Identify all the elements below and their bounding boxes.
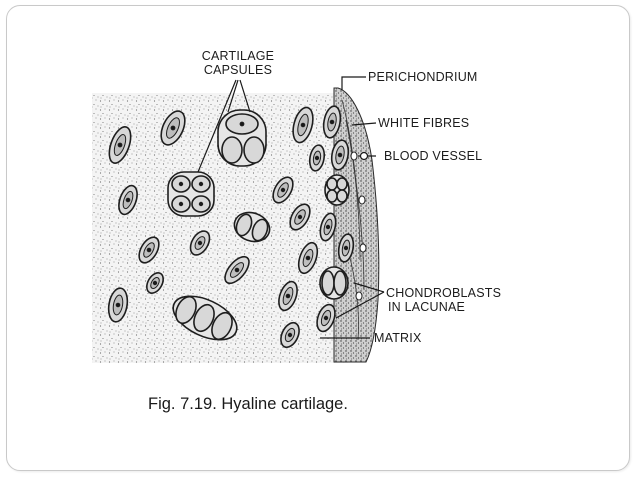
label-white-fibres: WHITE FIBRES [378,116,470,130]
capsule-group [319,266,349,300]
lacuna-cell [189,230,211,256]
blood-vessel-spot [358,195,366,205]
capsule-group [233,211,271,243]
leader-cartilage-capsules [239,79,251,113]
lacuna-cell [224,255,250,285]
capsule-group [324,174,350,206]
lacuna-cell [337,233,355,263]
lacuna-cell [107,287,129,323]
leader-perichondrium [341,76,366,90]
leader-cartilage-capsules [197,79,237,173]
lacuna-cell [292,106,314,144]
perichondrium-band [333,87,380,363]
lacuna-cell [160,110,186,146]
lacuna-cell [308,144,326,172]
lacuna-cell [118,184,138,216]
label-cartilage-capsules-line1: CARTILAGE [201,49,275,63]
label-cartilage-capsules: CARTILAGE CAPSULES [196,49,280,77]
lacuna-cell [108,126,132,164]
leader-chondroblasts [335,291,385,319]
leader-white-fibres [351,122,377,126]
label-chondroblasts-line1: CHONDROBLASTS [386,286,502,300]
capsule-group [217,109,267,167]
leader-chondroblasts [353,282,385,293]
figure-caption: Fig. 7.19. Hyaline cartilage. [148,395,348,413]
capsule-group [172,295,238,341]
lacuna-cell [272,176,294,204]
label-chondroblasts: CHONDROBLASTS IN LACUNAE [386,286,501,314]
capsule-group [167,171,215,217]
blood-vessel-spot [359,243,367,253]
label-perichondrium: PERICHONDRIUM [368,70,478,84]
leader-cartilage-capsules [227,79,239,113]
lacuna-cell [322,105,342,139]
lacuna-cell [319,212,337,242]
label-matrix: MATRIX [374,331,422,345]
label-chondroblasts-line2: IN LACUNAE [388,300,466,314]
lacuna-cell [146,272,164,294]
lacuna-cell [330,139,350,171]
lacuna-cell [280,321,300,349]
lacuna-cell [316,303,336,333]
label-cartilage-capsules-line2: CAPSULES [203,63,273,77]
lacuna-cell [289,203,311,231]
blood-vessel-spot [355,291,363,301]
lacuna-cell [297,241,319,275]
label-blood-vessel: BLOOD VESSEL [384,149,483,163]
blood-vessel-marker [359,151,369,161]
lacuna-cell [278,280,298,312]
blood-vessel-spot [350,151,358,161]
lacuna-cell [138,236,160,264]
